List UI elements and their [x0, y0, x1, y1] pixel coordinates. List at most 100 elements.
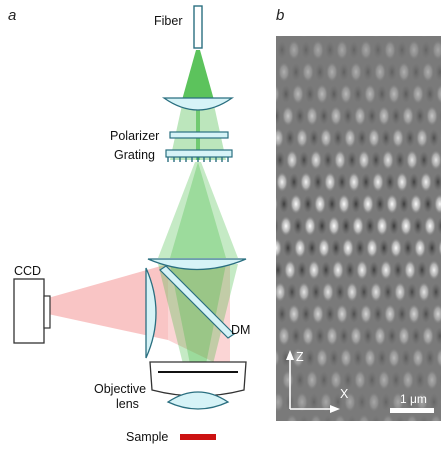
bright-spot	[384, 40, 396, 60]
polarizer-label: Polarizer	[110, 129, 159, 143]
bright-spot	[378, 370, 390, 390]
bright-spot	[426, 106, 438, 126]
dark-spot	[285, 129, 295, 147]
bright-spot	[422, 62, 434, 82]
bright-spot	[264, 40, 276, 60]
dark-spot	[325, 305, 335, 323]
bright-spot	[292, 84, 304, 104]
bright-spot	[364, 84, 376, 104]
bright-spot	[330, 370, 342, 390]
dark-spot	[343, 107, 353, 125]
dark-spot	[263, 19, 273, 37]
bright-spot	[402, 370, 414, 390]
dark-spot	[395, 415, 405, 421]
bright-spot	[382, 414, 394, 421]
dark-spot	[321, 261, 331, 279]
dark-spot	[417, 0, 427, 15]
bright-spot	[276, 436, 288, 450]
dark-spot	[319, 107, 329, 125]
dark-spot	[299, 415, 309, 421]
bright-spot	[244, 84, 256, 104]
dark-spot	[409, 437, 419, 450]
bright-spot	[388, 84, 400, 104]
bright-spot	[430, 150, 441, 170]
bright-spot	[396, 172, 408, 192]
relay-lens-icon	[147, 258, 247, 271]
bright-spot	[276, 36, 284, 38]
dark-spot	[435, 63, 441, 81]
bright-spot	[370, 282, 382, 302]
bright-spot	[356, 260, 368, 280]
panel-label-b: b	[276, 7, 284, 24]
dark-spot	[329, 349, 339, 367]
bright-spot	[392, 392, 404, 412]
bright-spot	[284, 260, 296, 280]
bright-spot	[372, 172, 384, 192]
bright-spot	[422, 326, 434, 346]
bright-spot	[360, 304, 372, 324]
bright-spot	[288, 304, 300, 324]
bright-spot	[414, 238, 426, 258]
bright-spot	[332, 260, 344, 280]
bright-spot	[374, 326, 386, 346]
bright-spot	[428, 0, 440, 16]
dark-spot	[413, 217, 423, 235]
bright-spot	[286, 150, 298, 170]
dark-spot	[341, 217, 351, 235]
bright-spot	[308, 260, 320, 280]
bright-spot	[420, 36, 428, 38]
dark-spot	[331, 239, 341, 257]
bright-spot	[330, 106, 342, 126]
bright-spot	[276, 172, 288, 192]
dark-spot	[411, 63, 421, 81]
bright-spot	[384, 304, 396, 324]
bright-spot	[302, 62, 314, 82]
dark-spot	[337, 36, 343, 37]
bright-spot	[324, 36, 332, 38]
dark-spot	[359, 283, 369, 301]
fiber-icon	[193, 5, 203, 49]
optical-setup-diagram: Fiber Polarizer Grating DM CCD	[13, 5, 250, 444]
dark-spot	[279, 195, 289, 213]
bright-spot	[292, 348, 304, 368]
objective-label-line1: Objective	[94, 382, 146, 396]
dark-spot	[277, 305, 287, 323]
dark-spot	[411, 327, 421, 345]
bright-spot	[420, 436, 432, 450]
bright-spot	[374, 62, 386, 82]
dark-spot	[403, 239, 413, 257]
bright-spot	[416, 128, 428, 148]
dark-spot	[313, 437, 323, 450]
dark-spot	[301, 305, 311, 323]
bright-spot	[260, 0, 272, 16]
dark-spot	[419, 415, 429, 421]
dark-spot	[295, 107, 305, 125]
dark-spot	[421, 41, 431, 59]
dark-spot	[257, 85, 267, 103]
dark-spot	[277, 41, 287, 59]
ccd-camera-icon	[13, 278, 51, 344]
dark-spot	[353, 349, 363, 367]
dark-spot	[369, 0, 379, 15]
dark-spot	[313, 173, 323, 191]
bright-spot	[368, 392, 380, 412]
dark-spot	[367, 371, 377, 389]
dark-spot	[363, 327, 373, 345]
dark-spot	[365, 217, 375, 235]
dark-spot	[431, 283, 441, 301]
bright-spot	[332, 0, 344, 16]
dark-spot	[405, 129, 415, 147]
bright-spot	[336, 40, 348, 60]
dark-spot	[429, 393, 439, 411]
bright-spot	[402, 106, 414, 126]
objective-label-line2: lens	[116, 397, 139, 411]
bright-spot	[412, 348, 424, 368]
bright-spot	[300, 36, 308, 38]
ccd-label: CCD	[14, 264, 41, 278]
dark-spot	[405, 393, 415, 411]
bright-spot	[398, 62, 410, 82]
bright-spot	[320, 392, 332, 412]
dark-spot	[347, 151, 357, 169]
dark-spot	[329, 85, 339, 103]
bright-spot	[348, 172, 360, 192]
